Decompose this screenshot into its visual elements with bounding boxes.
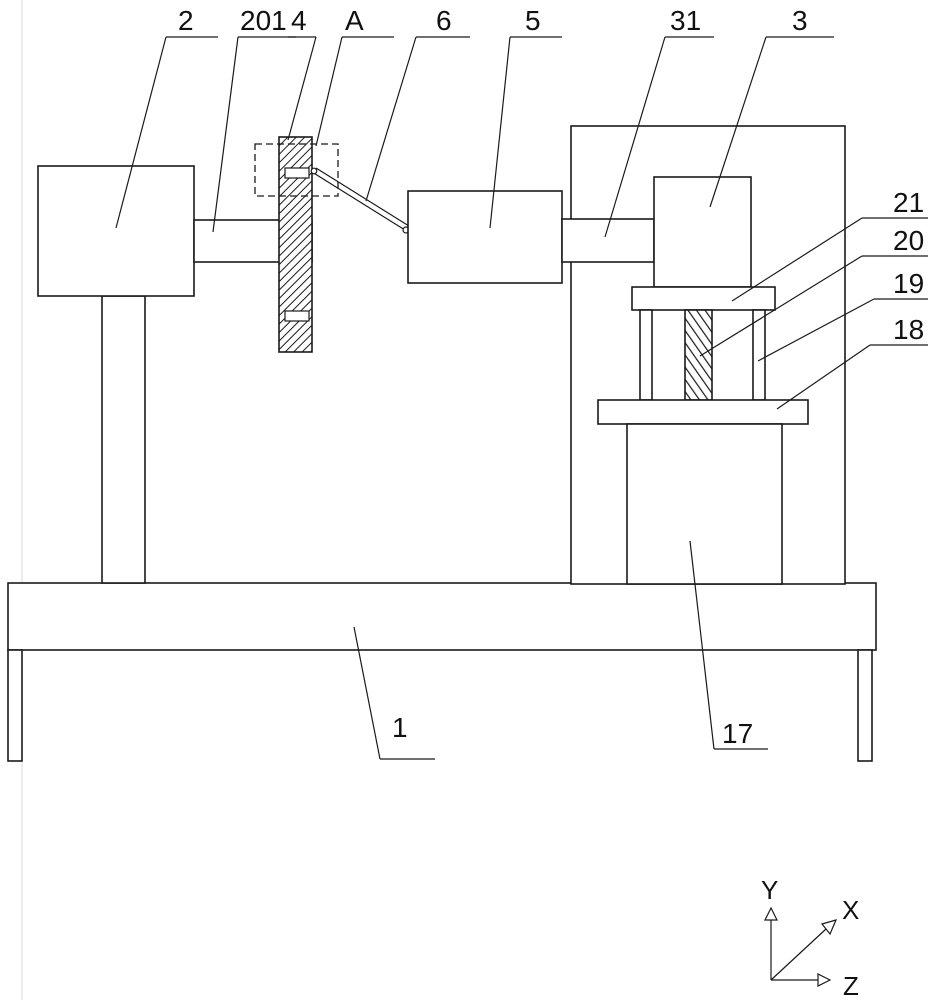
label-20: 20: [893, 225, 924, 256]
part-5-box: [407, 190, 563, 284]
part-3-block: [653, 176, 752, 288]
label-31: 31: [670, 5, 701, 36]
gear-slot-upper: [284, 167, 310, 179]
plate-21: [631, 286, 776, 311]
right-leg: [857, 649, 873, 762]
label-18: 18: [893, 314, 924, 345]
link-rod-edge-2: [315, 167, 410, 227]
coordinate-axes: [764, 906, 838, 987]
motor-support-column: [101, 295, 146, 584]
label-1: 1: [392, 712, 408, 743]
link-rod-pin-left: [310, 167, 318, 175]
label-19: 19: [893, 268, 924, 299]
label-a: A: [345, 5, 364, 36]
detail-a-frame: [254, 143, 339, 197]
pedestal-17: [626, 423, 783, 585]
guide-column-left: [639, 309, 653, 401]
label-5: 5: [525, 5, 541, 36]
label-6: 6: [436, 5, 452, 36]
axis-x-label: X: [842, 895, 859, 925]
axis-y-label: Y: [761, 875, 778, 905]
plate-18: [597, 399, 809, 425]
base-table-top: [7, 582, 877, 651]
label-17: 17: [722, 718, 753, 749]
guide-column-right: [752, 309, 766, 401]
left-leg: [7, 649, 23, 762]
label-2: 2: [178, 5, 194, 36]
lead-screw: [684, 309, 713, 401]
label-4: 4: [291, 5, 307, 36]
gear-slot-lower: [284, 310, 310, 322]
label-3: 3: [792, 5, 808, 36]
axis-z-label: Z: [843, 971, 859, 1000]
label-201: 201: [240, 5, 287, 36]
link-rod-edge-1: [311, 171, 406, 231]
label-21: 21: [893, 187, 924, 218]
motor-box: [37, 165, 195, 297]
leader-lines: [115, 36, 928, 760]
